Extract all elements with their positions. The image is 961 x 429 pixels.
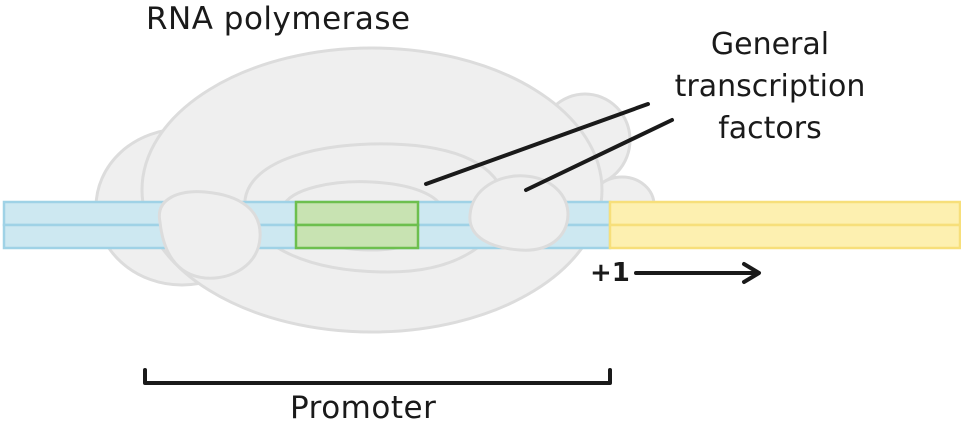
pointer-to-core-factor [424,102,650,186]
core-promoter-element [294,200,420,250]
general-transcription-factors [157,174,570,280]
general-transcription-factors-label: General transcription factors [640,24,900,150]
label-pointers [424,102,674,192]
rna-polymerase [94,46,656,334]
arrow-right-icon [634,262,761,284]
core-element-bottom [294,223,420,250]
transcription-start-site-label: +1 [590,258,630,288]
transcription-factor-right [468,174,570,252]
rna-polymerase-label: RNA polymerase [146,1,411,37]
promoter-bracket [143,368,612,385]
pointer-to-right-factor [524,118,674,192]
transcription-factor-left [157,190,262,280]
core-element-top [294,200,420,227]
transcribed-dna-strand-bottom [608,223,961,250]
transcribed-dna-strand-top [608,200,961,227]
gtf-label-line-1: General [710,27,830,62]
gtf-label-line-3: factors [718,111,822,146]
promoter-label: Promoter [290,390,437,426]
polymerase-main-body [140,46,604,334]
transcribed-dna [608,200,961,250]
gtf-label-line-2: transcription [674,69,866,104]
